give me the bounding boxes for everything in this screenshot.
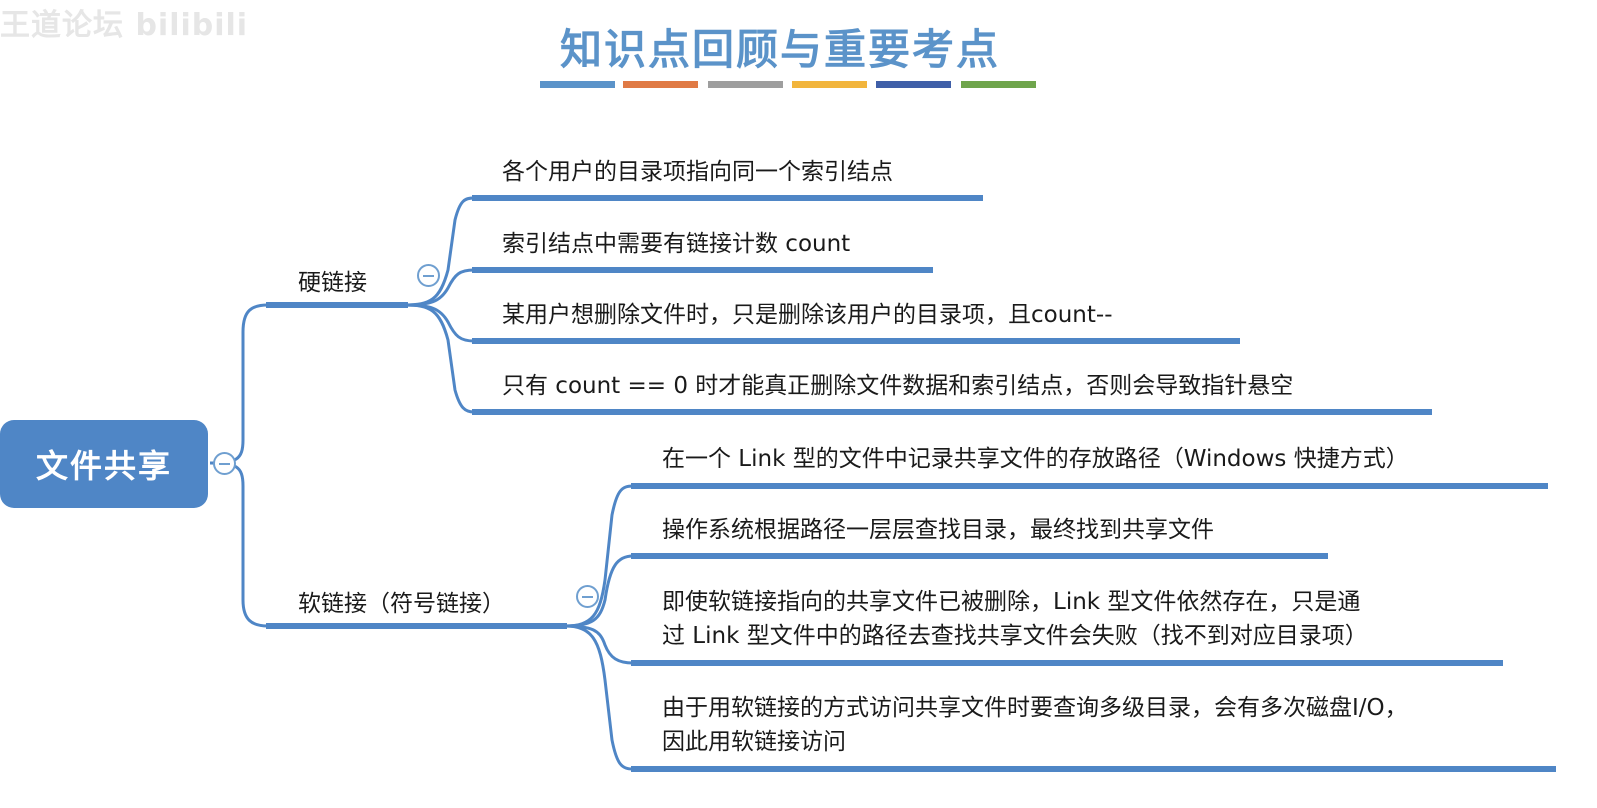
soft-link-item-line: 由于用软链接的方式访问共享文件时要查询多级目录，会有多次磁盘I/O， (662, 695, 1408, 721)
connector-root-soft (209, 461, 269, 628)
branch-hard-link-label[interactable]: 硬链接 (298, 270, 367, 296)
soft-link-item[interactable]: 由于用软链接的方式访问共享文件时要查询多级目录，会有多次磁盘I/O， 因此用软链… (662, 691, 1408, 759)
soft-link-item-line: 过 Link 型文件中的路径去查找共享文件会失败（找不到对应目录项） (662, 623, 1368, 649)
node-underline (472, 338, 1240, 344)
soft-link-item[interactable]: 操作系统根据路径一层层查找目录，最终找到共享文件 (662, 517, 1214, 543)
title-underline-bar (876, 81, 951, 88)
soft-link-item[interactable]: 即使软链接指向的共享文件已被删除，Link 型文件依然存在，只是通 过 Link… (662, 585, 1368, 653)
node-underline (472, 409, 1432, 415)
node-underline (472, 195, 983, 201)
watermark: 王道论坛 bilibili (0, 8, 249, 43)
node-underline (266, 623, 567, 629)
soft-link-item-line: 因此用软链接访问 (662, 729, 846, 755)
node-underline (631, 660, 1503, 666)
connector-hard-item-1 (404, 196, 475, 307)
soft-link-item[interactable]: 在一个 Link 型的文件中记录共享文件的存放路径（Windows 快捷方式） (662, 446, 1409, 472)
connector-hard-item-2 (404, 268, 475, 307)
page-title: 知识点回顾与重要考点 (559, 25, 1000, 74)
node-underline (631, 553, 1328, 559)
connector-hard-item-4 (404, 303, 475, 414)
hard-link-item[interactable]: 某用户想删除文件时，只是删除该用户的目录项，且count-- (502, 302, 1113, 328)
connector-soft-item-1 (564, 484, 634, 628)
title-underline-bar (708, 81, 783, 88)
connector-soft-item-3 (564, 624, 634, 665)
title-underline-bar (792, 81, 867, 88)
node-underline (631, 766, 1556, 772)
branch-soft-link-label[interactable]: 软链接（符号链接） (298, 591, 505, 617)
title-underline-bar (623, 81, 698, 88)
connector-soft-item-4 (564, 624, 634, 771)
node-underline (472, 267, 933, 273)
root-collapse-button[interactable] (213, 452, 236, 475)
hard-link-item[interactable]: 各个用户的目录项指向同一个索引结点 (502, 159, 893, 185)
root-node[interactable]: 文件共享 (0, 420, 208, 508)
soft-link-collapse-button[interactable] (576, 585, 599, 608)
node-underline (266, 302, 408, 308)
connector-hard-item-3 (404, 303, 475, 343)
title-underline-bar (540, 81, 615, 88)
soft-link-item-line: 即使软链接指向的共享文件已被删除，Link 型文件依然存在，只是通 (662, 589, 1361, 615)
title-underline-bar (961, 81, 1036, 88)
connector-root-hard (209, 303, 269, 465)
connector-soft-item-2 (564, 554, 634, 628)
hard-link-item[interactable]: 索引结点中需要有链接计数 count (502, 231, 851, 257)
hard-link-item[interactable]: 只有 count == 0 时才能真正删除文件数据和索引结点，否则会导致指针悬空 (502, 373, 1294, 399)
node-underline (631, 483, 1548, 489)
hard-link-collapse-button[interactable] (417, 264, 440, 287)
